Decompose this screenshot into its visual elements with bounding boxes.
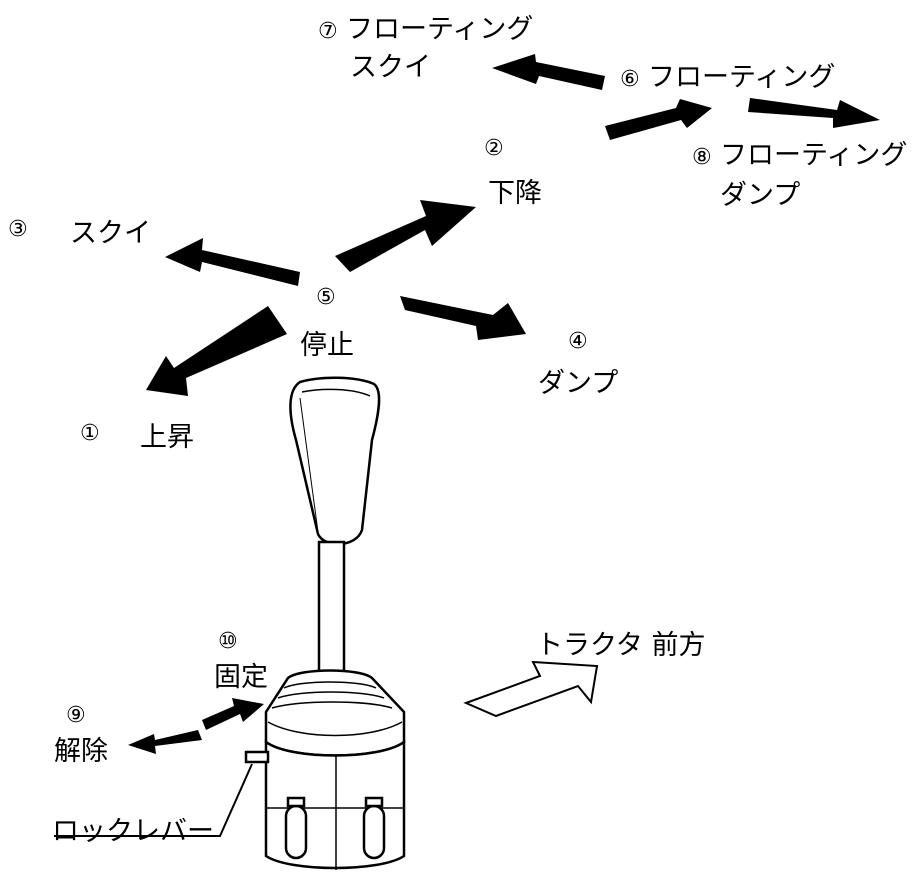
arrow-floating-scoop (492, 54, 605, 90)
arrow-fix (202, 698, 264, 730)
lock-lever-stub (244, 750, 270, 764)
joystick-lever (244, 376, 406, 870)
label-dump-number: ④ (568, 329, 588, 354)
label-lower: ② 下降 (484, 136, 542, 209)
label-floating-dump-text: フローティング (720, 140, 907, 171)
arrow-release (128, 730, 202, 754)
arrow-raise (146, 306, 287, 396)
label-raise-text: 上昇 (140, 422, 194, 453)
label-floating-scoop: ⑦ フローティング スクイ (318, 14, 533, 83)
arrow-floating (605, 99, 712, 140)
lock-lever-leader (54, 763, 253, 837)
label-scoop-number: ③ (8, 217, 28, 242)
direction-arrows (128, 54, 880, 754)
label-floating-dump: ⑧ フローティング ダンプ (692, 140, 907, 211)
label-floating-scoop-text: フローティング (346, 14, 533, 45)
label-floating-scoop-text2: スクイ (350, 52, 431, 83)
label-floating-scoop-number: ⑦ (318, 19, 338, 44)
label-dump-text: ダンプ (538, 368, 618, 399)
label-lower-number: ② (484, 136, 504, 161)
lever-knob (289, 376, 381, 546)
label-floating: ⑥ フローティング (620, 62, 835, 93)
label-scoop: ③ スクイ (8, 217, 151, 249)
label-stop-number: ⑤ (316, 285, 336, 310)
label-raise-number: ① (80, 421, 100, 446)
lever-boot (264, 669, 406, 757)
label-stop-text: 停止 (300, 330, 354, 361)
arrow-floating-dump (748, 98, 880, 128)
arrow-lower (335, 200, 476, 272)
label-floating-dump-text2: ダンプ (720, 180, 800, 211)
label-release-text: 解除 (54, 736, 108, 767)
arrow-scoop (165, 238, 300, 286)
label-raise: ① 上昇 (80, 421, 194, 453)
label-release-number: ⑨ (66, 703, 86, 728)
label-lock-lever: ロックレバー (52, 816, 214, 847)
label-fix-text: 固定 (214, 662, 268, 693)
label-floating-dump-number: ⑧ (692, 145, 712, 170)
label-floating-number: ⑥ (620, 67, 640, 92)
label-stop: ⑤ 停止 (300, 285, 354, 361)
tractor-front-arrow (463, 660, 599, 718)
label-fix-number: ⑩ (218, 629, 238, 654)
lever-shaft (317, 540, 346, 682)
label-scoop-text: スクイ (70, 218, 151, 249)
arrow-dump (400, 296, 526, 340)
label-fix: ⑩ 固定 (214, 629, 268, 693)
label-tractor-front: トラクタ 前方 (536, 630, 706, 661)
label-lower-text: 下降 (488, 178, 542, 209)
label-release: ⑨ 解除 (54, 703, 108, 767)
label-floating-text: フローティング (648, 62, 835, 93)
label-dump: ④ ダンプ (538, 329, 618, 399)
